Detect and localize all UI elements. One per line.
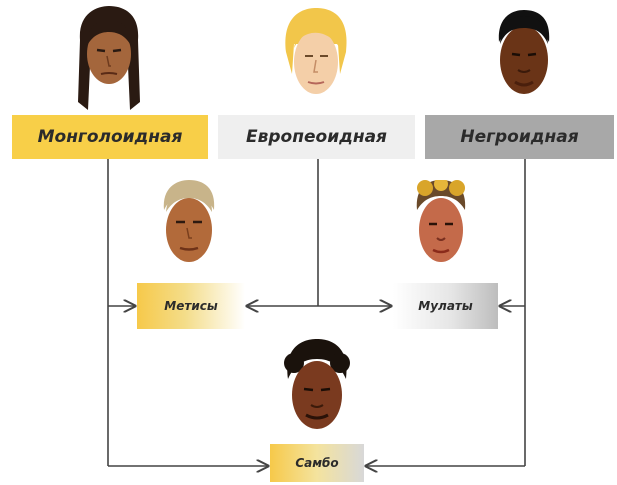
mongoloid-label: Монголоидная [37, 127, 183, 147]
europeoid-box: Европеоидная [218, 115, 415, 159]
negroid-box: Негроидная [425, 115, 614, 159]
mongoloid-face-icon [78, 6, 140, 110]
europeoid-face-icon [285, 8, 347, 94]
sambo-box: Самбо [270, 444, 364, 482]
metisy-label: Метисы [164, 299, 218, 313]
metis-face-icon [163, 180, 215, 262]
sambo-label: Самбо [295, 456, 339, 470]
metisy-box: Метисы [137, 283, 245, 329]
mongoloid-box: Монголоидная [12, 115, 208, 159]
europeoid-label: Европеоидная [246, 127, 387, 147]
mulaty-label: Мулаты [418, 299, 473, 313]
negroid-label: Негроидная [460, 127, 579, 147]
mulaty-box: Мулаты [393, 283, 498, 329]
mulatto-face-icon [416, 180, 466, 262]
sambo-face-icon [284, 339, 350, 429]
negroid-face-icon [498, 10, 550, 94]
